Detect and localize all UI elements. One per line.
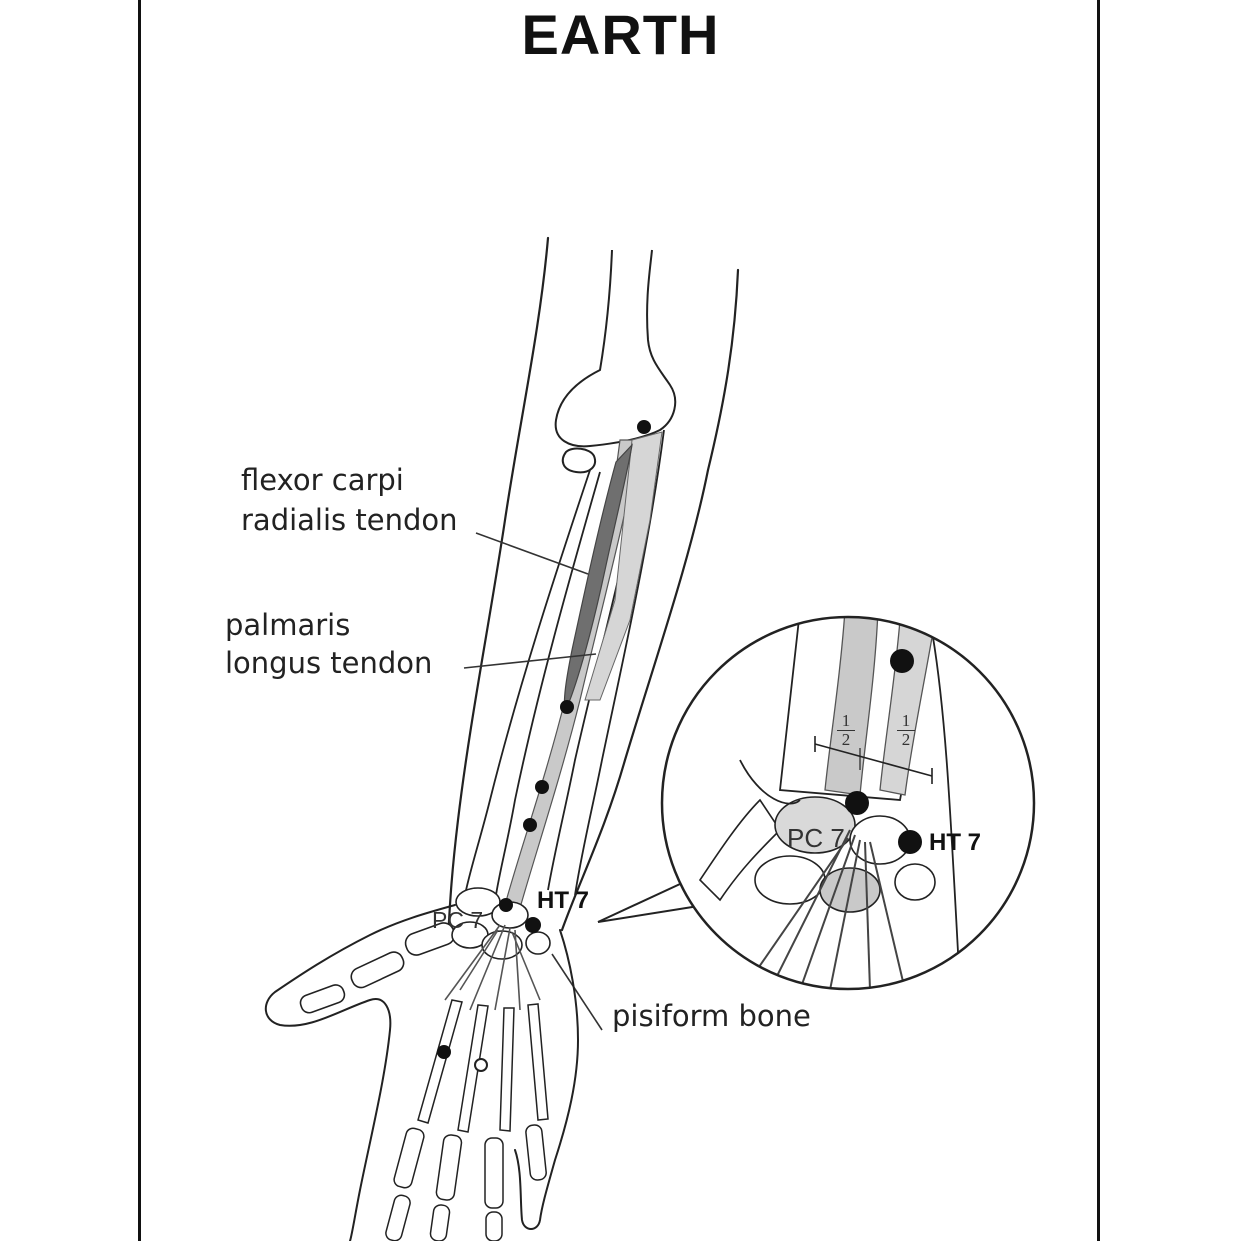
ht7-label: HT 7: [537, 887, 590, 914]
pc7-dot: [499, 898, 513, 912]
finger-tendons: [444, 924, 541, 1011]
hollow-point: [474, 1058, 488, 1072]
palmaris-label-line2: longus tendon: [225, 646, 433, 680]
callout-pointer: [597, 877, 706, 923]
finger-bones: [385, 999, 549, 1241]
magnified-inset: [660, 615, 1036, 991]
forearm-outline: [446, 236, 740, 942]
light-tendon-upper: [584, 431, 663, 701]
page-title: EARTH: [521, 3, 720, 66]
right-frame-line: [1097, 0, 1100, 1241]
inset-pc7-dot: [845, 791, 869, 815]
upper-bone: [554, 249, 677, 474]
acupoint-dots: [437, 420, 651, 1059]
inset-fraction-right: 1 2: [897, 712, 915, 749]
ht7-dot: [525, 917, 541, 933]
inset-pc7-label: PC 7: [787, 823, 845, 853]
leader-lines: [463, 532, 603, 1031]
pisiform-bone: [525, 931, 551, 955]
flexor-label-line1: flexor carpi: [241, 463, 404, 497]
left-frame-line: [138, 0, 141, 1241]
pc7-label: PC 7: [432, 907, 484, 933]
inset-ht7-label: HT 7: [929, 829, 982, 856]
hand-outline: [264, 904, 579, 1241]
inset-ht7-dot: [898, 830, 922, 854]
palmaris-label-line1: palmaris: [225, 608, 351, 642]
pisiform-label: pisiform bone: [612, 999, 811, 1033]
flexor-label-line2: radialis tendon: [241, 503, 458, 537]
inset-fraction-left: 1 2: [837, 712, 855, 749]
thumb-bones: [299, 922, 456, 1014]
